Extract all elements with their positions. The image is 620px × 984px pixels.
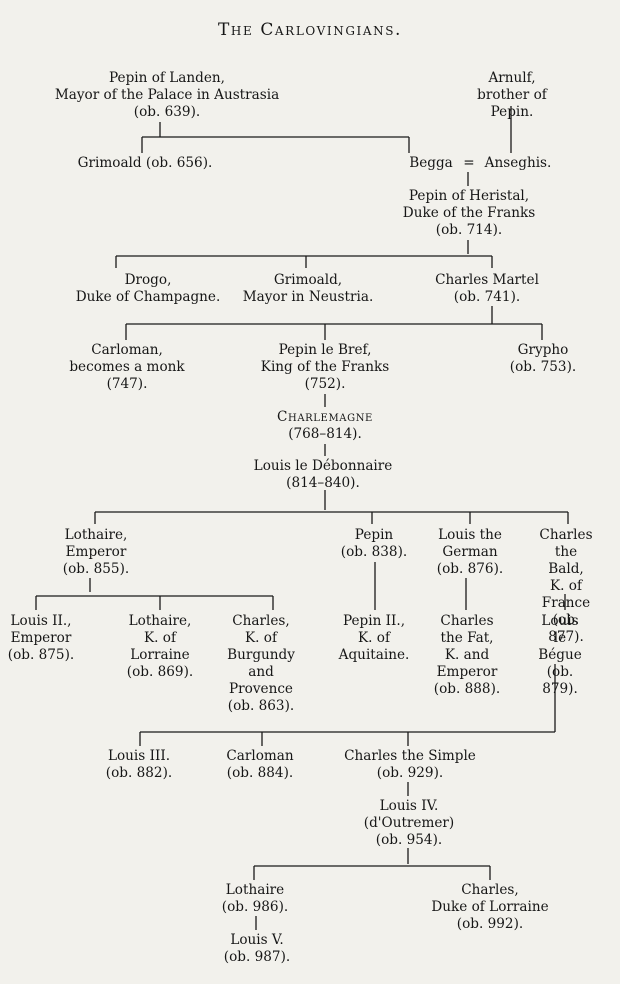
pepin-838: Pepin (ob. 838).	[340, 527, 408, 560]
lothaire-lorraine: Lothaire, K. of Lorraine (ob. 869).	[126, 613, 194, 680]
charles-the-simple: Charles the Simple (ob. 929).	[344, 748, 476, 781]
charles-the-fat: Charles the Fat, K. and Emperor (ob. 888…	[433, 613, 501, 697]
drogo: Drogo, Duke of Champagne.	[75, 272, 221, 305]
carloman-monk: Carloman, becomes a monk (747).	[69, 342, 185, 392]
charlemagne: Charlemagne	[277, 409, 373, 425]
grimoald-656: Grimoald (ob. 656).	[77, 155, 213, 171]
carloman-884: Carloman (ob. 884).	[226, 748, 294, 781]
charles-the-bald: Charles the Bald, K. of France (ob. 877)…	[539, 527, 593, 645]
pepin-le-bref: Pepin le Bref, King of the Franks (752).	[260, 342, 390, 392]
louis-v: Louis V. (ob. 987).	[223, 932, 291, 965]
louis-iii: Louis III. (ob. 882).	[105, 748, 173, 781]
pepin-of-landen: Pepin of Landen, Mayor of the Palace in …	[54, 70, 280, 120]
arnulf: Arnulf, brother of Pepin.	[477, 70, 547, 120]
louis-ii: Louis II., Emperor (ob. 875).	[7, 613, 75, 663]
charles-duke-lorraine: Charles, Duke of Lorraine (ob. 992).	[431, 882, 549, 932]
anseghis: Anseghis.	[484, 155, 552, 171]
louis-le-debonnaire: Louis le Débonnaire (814–840).	[253, 458, 393, 491]
louis-the-german: Louis the German (ob. 876).	[436, 527, 504, 577]
lothaire-emperor: Lothaire, Emperor (ob. 855).	[62, 527, 130, 577]
pepin-of-heristal: Pepin of Heristal, Duke of the Franks (o…	[402, 188, 536, 238]
grimoald-neustria: Grimoald, Mayor in Neustria.	[242, 272, 374, 305]
begga: Begga	[409, 155, 453, 171]
pepin-ii: Pepin II., K. of Aquitaine.	[338, 613, 410, 663]
charlemagne-dates: (768–814).	[288, 426, 362, 442]
louis-iv: Louis IV. (d'Outremer) (ob. 954).	[363, 798, 455, 848]
grypho: Grypho (ob. 753).	[509, 342, 577, 375]
louis-le-begue: Louis le Bégue (ob. 879).	[538, 613, 582, 697]
charles-burgundy: Charles, K. of Burgundy and Provence (ob…	[227, 613, 295, 714]
page-title: The Carlovingians.	[217, 20, 403, 40]
marriage-sign: =	[463, 155, 475, 171]
lothaire-986: Lothaire (ob. 986).	[221, 882, 289, 915]
charles-martel: Charles Martel (ob. 741).	[435, 272, 539, 305]
